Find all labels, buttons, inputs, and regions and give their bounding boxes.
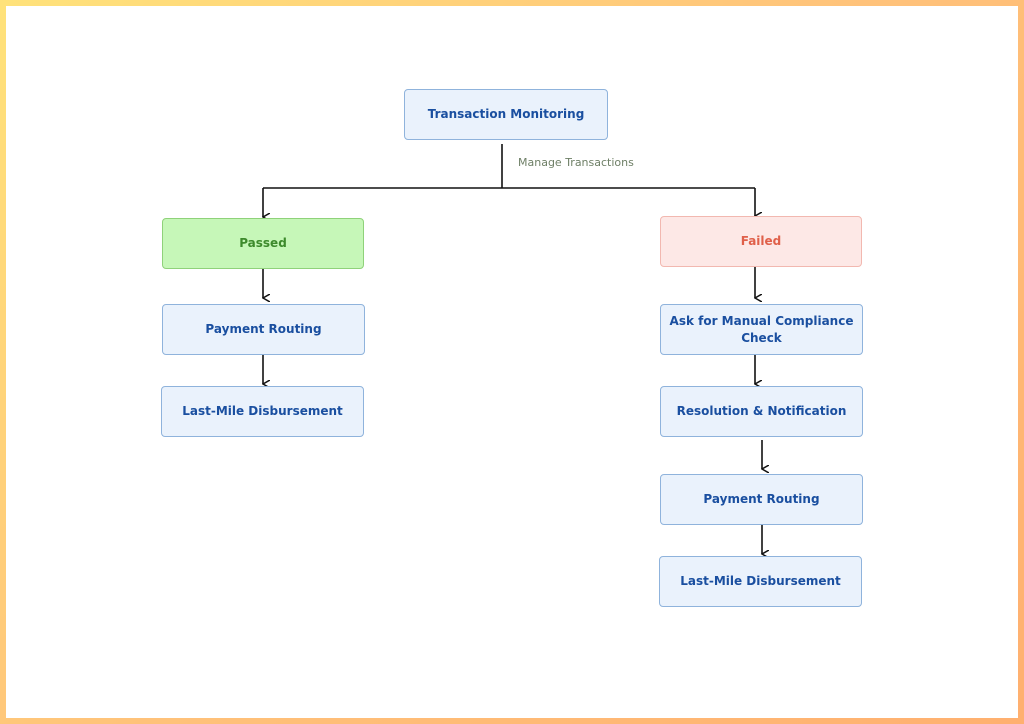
node-passed-payment-routing[interactable]: Payment Routing [162, 304, 365, 355]
connector-lines [6, 144, 1018, 718]
node-passed[interactable]: Passed [162, 218, 364, 269]
node-transaction-monitoring[interactable]: Transaction Monitoring [404, 89, 608, 140]
node-failed-payment-routing[interactable]: Payment Routing [660, 474, 863, 525]
node-failed-manual-compliance-check[interactable]: Ask for Manual Compliance Check [660, 304, 863, 355]
node-passed-last-mile-disbursement[interactable]: Last-Mile Disbursement [161, 386, 364, 437]
node-failed-resolution-notification[interactable]: Resolution & Notification [660, 386, 863, 437]
node-failed-last-mile-disbursement[interactable]: Last-Mile Disbursement [659, 556, 862, 607]
diagram-canvas: Manage Transactions Transaction Monitori… [6, 6, 1018, 718]
edge-label-manage-transactions: Manage Transactions [518, 156, 634, 169]
node-failed[interactable]: Failed [660, 216, 862, 267]
